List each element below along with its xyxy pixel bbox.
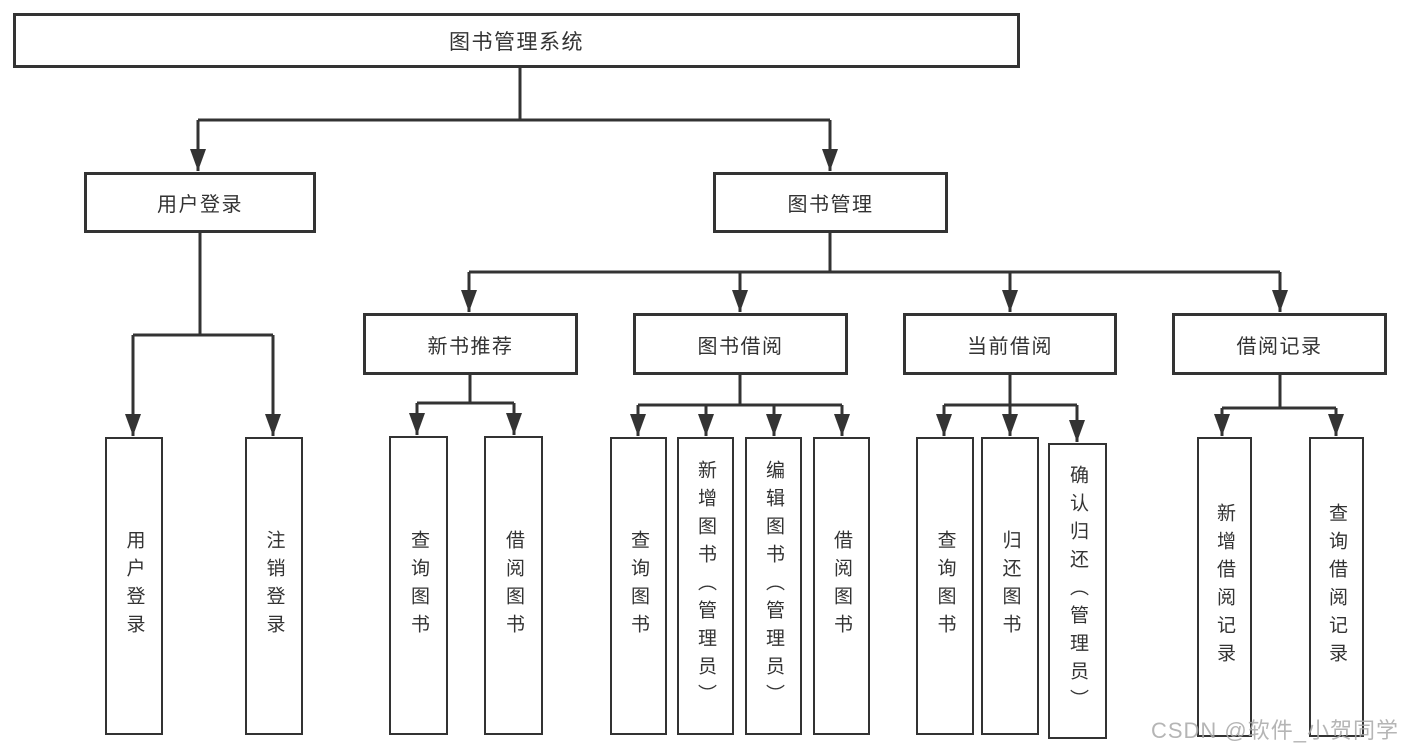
node-label: 借阅记录 bbox=[1236, 335, 1323, 358]
leaf-query-books: 查询图书 bbox=[610, 437, 667, 735]
node-current-borrow: 当前借阅 bbox=[903, 313, 1117, 375]
leaf-borrow-books: 借阅图书 bbox=[484, 436, 543, 735]
leaf-return-books: 归还图书 bbox=[981, 437, 1039, 735]
node-label: 用户登录 bbox=[157, 194, 243, 216]
connector-current-borrow-children bbox=[936, 375, 1085, 442]
root-node-library-system: 图书管理系统 bbox=[13, 13, 1020, 68]
leaf-label: 注销登录 bbox=[263, 530, 285, 642]
connector-borrow-record-children bbox=[1214, 375, 1344, 436]
connector-new-book-recommend-children bbox=[409, 375, 522, 435]
leaf-query-books: 查询图书 bbox=[916, 437, 974, 735]
leaf-edit-books-admin: 编辑图书（管理员） bbox=[745, 437, 802, 735]
leaf-label: 查询借阅记录 bbox=[1326, 503, 1347, 671]
node-new-book-recommend: 新书推荐 bbox=[363, 313, 578, 375]
connector-root-to-level2 bbox=[190, 68, 838, 171]
leaf-label: 查询图书 bbox=[408, 529, 429, 642]
node-book-management: 图书管理 bbox=[713, 172, 948, 233]
leaf-query-borrow-record: 查询借阅记录 bbox=[1309, 437, 1364, 737]
node-label: 图书借阅 bbox=[697, 335, 784, 358]
connector-book-management-sections bbox=[461, 233, 1288, 312]
leaf-label: 借阅图书 bbox=[831, 530, 852, 642]
leaf-borrow-books: 借阅图书 bbox=[813, 437, 870, 735]
leaf-label: 查询图书 bbox=[628, 530, 649, 642]
leaf-label: 新增借阅记录 bbox=[1214, 503, 1235, 671]
leaf-query-books: 查询图书 bbox=[389, 436, 448, 735]
leaf-label: 确认归还（管理员） bbox=[1067, 465, 1088, 717]
node-book-borrow: 图书借阅 bbox=[633, 313, 848, 375]
leaf-confirm-return-admin: 确认归还（管理员） bbox=[1048, 443, 1107, 739]
node-user-login: 用户登录 bbox=[84, 172, 316, 233]
leaf-label: 新增图书（管理员） bbox=[695, 460, 716, 712]
csdn-watermark: CSDN @软件_小贺同学 bbox=[1150, 718, 1399, 743]
root-node-label: 图书管理系统 bbox=[449, 30, 584, 54]
node-label: 新书推荐 bbox=[427, 335, 514, 358]
leaf-logout: 注销登录 bbox=[245, 437, 303, 735]
leaf-label: 用户登录 bbox=[123, 530, 145, 642]
leaf-label: 查询图书 bbox=[934, 530, 956, 642]
node-label: 当前借阅 bbox=[967, 335, 1053, 358]
leaf-add-borrow-record: 新增借阅记录 bbox=[1197, 437, 1252, 737]
connector-book-borrow-children bbox=[630, 375, 850, 436]
leaf-label: 编辑图书（管理员） bbox=[763, 460, 784, 712]
leaf-label: 借阅图书 bbox=[503, 529, 524, 642]
node-borrow-record: 借阅记录 bbox=[1172, 313, 1387, 375]
connector-user-login-children bbox=[125, 233, 281, 436]
leaf-add-books-admin: 新增图书（管理员） bbox=[677, 437, 734, 735]
node-label: 图书管理 bbox=[787, 194, 874, 216]
leaf-user-login: 用户登录 bbox=[105, 437, 163, 735]
leaf-label: 归还图书 bbox=[999, 530, 1021, 642]
